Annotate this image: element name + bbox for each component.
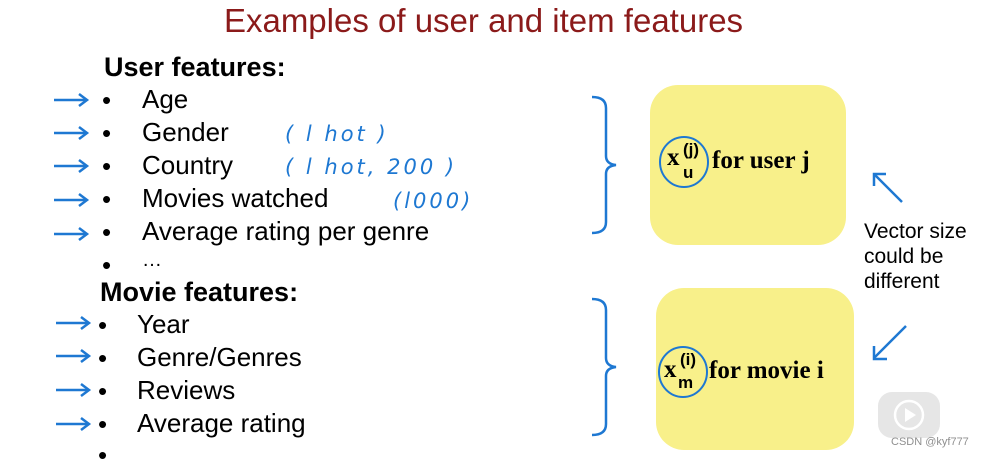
bullet: • <box>102 85 112 115</box>
list-item: Country <box>142 150 234 180</box>
bullet: • <box>98 440 108 470</box>
arrow-icon <box>54 93 90 107</box>
arrow-icon <box>56 383 92 397</box>
movie-feature-vector-box <box>656 288 854 450</box>
arrow-icon <box>54 126 90 140</box>
list-item: Movies watched <box>142 183 329 213</box>
arrow-icon <box>54 193 90 207</box>
bullet: • <box>102 217 112 247</box>
list-item: Average rating per genre <box>142 216 430 246</box>
list-item: … <box>142 249 162 271</box>
arrow-icon <box>56 417 92 431</box>
bullet: • <box>98 343 108 373</box>
brace-icon <box>591 297 617 437</box>
bullet: • <box>98 310 108 340</box>
annotation-movies-watched: (l000) <box>393 189 474 213</box>
brace-icon <box>591 95 617 235</box>
list-item: Year <box>137 309 190 339</box>
side-note: Vector size could be different <box>864 220 967 293</box>
list-item: Average rating <box>137 408 306 438</box>
circle-annotation-icon <box>658 346 708 398</box>
circle-annotation-icon <box>659 136 709 188</box>
user-features-heading: User features: <box>104 52 286 82</box>
slide-title: Examples of user and item features <box>223 2 744 39</box>
arrow-icon <box>56 349 92 363</box>
watermark: CSDN @kyf777 <box>891 436 969 448</box>
bullet: • <box>102 118 112 148</box>
arrow-icon <box>54 227 90 241</box>
list-item: Age <box>142 84 189 114</box>
arrow-up-left-icon <box>872 172 903 203</box>
annotation-country: ( l hot, 200 ) <box>285 155 458 179</box>
movie-features-heading: Movie features: <box>100 277 299 307</box>
arrow-down-left-icon <box>872 325 907 361</box>
bullet: • <box>98 376 108 406</box>
arrow-icon <box>54 159 90 173</box>
bullet: • <box>102 184 112 214</box>
bullet: • <box>102 250 112 280</box>
play-button[interactable] <box>878 392 940 438</box>
bullet: • <box>98 409 108 439</box>
list-item: Gender <box>142 117 229 147</box>
bullet: • <box>102 151 112 181</box>
list-item: Reviews <box>137 375 236 405</box>
arrow-icon <box>56 316 92 330</box>
list-item: Genre/Genres <box>137 342 302 372</box>
annotation-gender: ( l hot ) <box>285 122 389 146</box>
user-feature-vector-box <box>650 85 846 245</box>
play-icon <box>893 399 925 431</box>
